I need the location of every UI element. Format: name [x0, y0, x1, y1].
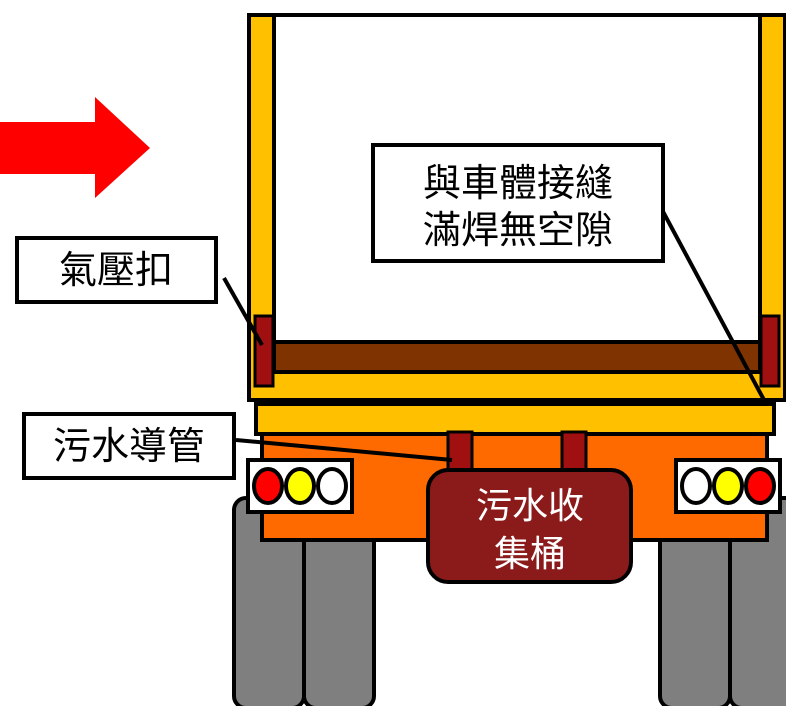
- air-clamp-leader: [222, 277, 264, 346]
- right-air-clamp: [759, 314, 781, 388]
- sewage-pipe-callout: 污水導管: [22, 412, 236, 480]
- weld-label-line1: 與車體接縫: [423, 161, 613, 205]
- truck-floor: [272, 340, 762, 374]
- bumper-bar: [254, 402, 776, 436]
- air-clamp-callout: 氣壓扣: [15, 236, 218, 304]
- left-tail-light: [246, 458, 354, 514]
- left-air-clamp: [253, 314, 275, 388]
- weld-label-line2: 滿焊無空隙: [423, 208, 613, 252]
- right-arrow-icon: [0, 97, 150, 198]
- weld-callout: 與車體接縫 滿焊無空隙: [371, 143, 665, 263]
- sewage-pipe-leader: [235, 438, 453, 462]
- sewage-tank: [426, 468, 633, 584]
- tank-label-line2: 集桶: [494, 534, 566, 575]
- right-tail-light: [674, 458, 782, 514]
- weld-leader: [658, 205, 766, 401]
- sewage-pipe-label: 污水導管: [53, 424, 205, 468]
- air-clamp-label: 氣壓扣: [59, 248, 173, 292]
- tank-label-line1: 污水收: [476, 486, 584, 527]
